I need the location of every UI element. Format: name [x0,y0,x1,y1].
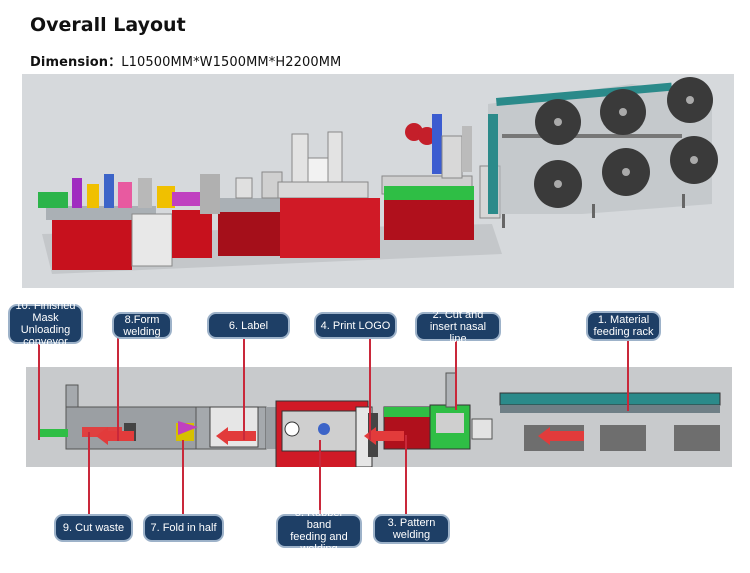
callout-cut-insert-nasal-line: 2. Cut and insert nasal line [415,309,501,345]
dimension-value: L10500MM*W1500MM*H2200MM [121,55,342,70]
leader-line-7 [182,440,184,514]
leader-line-2 [455,340,457,410]
callout-cut-waste: 9. Cut waste [54,514,133,542]
leader-line-6 [243,338,245,440]
callout-form-welding: 8.Form welding [112,312,172,339]
leader-line-8 [117,338,119,441]
callout-pattern-welding: 3. Pattern welding [373,514,450,544]
machine-3d-render [22,74,734,288]
callout-fold-in-half: 7. Fold in half [143,514,224,542]
machine-top-view [26,367,732,467]
callout-print-logo: 4. Print LOGO [314,312,397,339]
leader-line-1 [627,341,629,411]
dimension-label: Dimension： [30,55,122,70]
leader-line-9 [88,432,90,514]
leader-line-4 [369,338,371,440]
leader-line-3 [405,435,407,515]
page-title: Overall Layout [30,14,186,36]
callout-material-feeding-rack: 1. Material feeding rack [586,311,661,341]
callout-finished-mask-unloading-conveyor: 10. Finished Mask Unloading conveyor [8,300,83,348]
leader-line-5 [319,440,321,514]
dimension-line: Dimension：L10500MM*W1500MM*H2200MM [30,51,341,70]
leader-line-10 [38,344,40,440]
callout-label: 6. Label [207,312,290,339]
callout-rubber-band-feeding-welding: 5. Rubber band feeding and welding [276,507,362,555]
